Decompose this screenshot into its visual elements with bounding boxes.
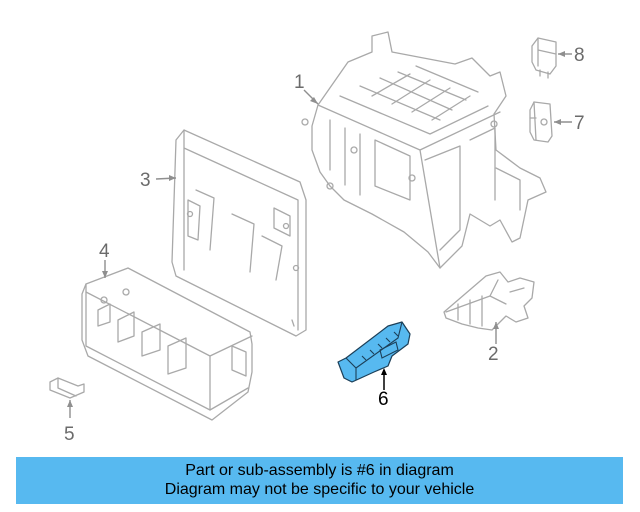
part-5-clip[interactable] [49, 377, 85, 399]
callout-7: 7 [574, 113, 585, 134]
callout-2: 2 [488, 344, 499, 365]
part-2-bracket[interactable] [443, 271, 535, 331]
banner-line-1: Part or sub-assembly is #6 in diagram [185, 462, 454, 479]
callout-4: 4 [99, 241, 110, 262]
part-7-sensor[interactable] [529, 101, 553, 143]
callout-6: 6 [378, 389, 389, 410]
part-4-junction-block[interactable] [81, 267, 253, 421]
part-3-module[interactable] [171, 129, 307, 337]
part-6-connector-highlighted[interactable] [337, 321, 411, 383]
part-8-relay[interactable] [531, 37, 557, 79]
callout-8: 8 [574, 45, 585, 66]
info-banner: Part or sub-assembly is #6 in diagram Di… [16, 457, 623, 504]
callout-1: 1 [294, 72, 305, 93]
callout-3: 3 [140, 170, 151, 191]
callout-5: 5 [64, 424, 75, 445]
leader-arrowheads [67, 51, 565, 407]
banner-line-2: Diagram may not be specific to your vehi… [164, 481, 475, 498]
part-1-housing[interactable] [301, 31, 547, 269]
